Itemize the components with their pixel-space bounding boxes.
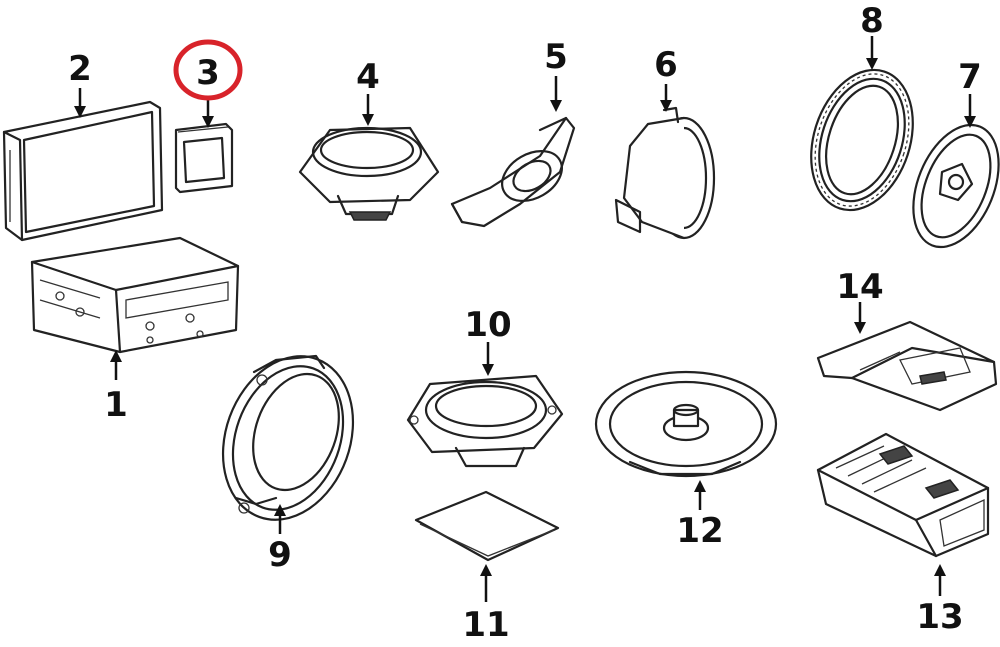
callout-14: 14 bbox=[836, 267, 883, 307]
part-5-tweeter bbox=[450, 116, 576, 228]
callout-4: 4 bbox=[356, 57, 380, 97]
part-7-speaker bbox=[912, 123, 1000, 249]
callout-12: 12 bbox=[676, 511, 723, 551]
part-12-speaker bbox=[594, 370, 778, 478]
leader-arrows bbox=[74, 36, 976, 602]
callout-13: 13 bbox=[916, 597, 963, 637]
part-10-speaker bbox=[406, 374, 564, 468]
callout-6: 6 bbox=[654, 45, 678, 85]
callout-5: 5 bbox=[544, 37, 568, 77]
callout-9: 9 bbox=[268, 535, 292, 575]
part-1-head-unit bbox=[30, 236, 240, 354]
callout-3: 3 bbox=[196, 53, 220, 93]
callout-11: 11 bbox=[462, 605, 509, 645]
part-6-speaker bbox=[614, 106, 716, 240]
part-2-display bbox=[2, 100, 164, 242]
callout-7: 7 bbox=[958, 57, 982, 97]
part-9-speaker bbox=[221, 354, 355, 521]
callout-2: 2 bbox=[68, 49, 92, 89]
part-11-pad bbox=[414, 490, 560, 562]
callout-10: 10 bbox=[464, 305, 511, 345]
callout-1: 1 bbox=[104, 385, 128, 425]
callout-8: 8 bbox=[860, 1, 884, 41]
part-13-amplifier bbox=[816, 432, 990, 558]
highlight-ring bbox=[173, 39, 243, 101]
part-14-bracket bbox=[816, 320, 998, 412]
part-4-speaker bbox=[298, 126, 440, 221]
part-8-speaker-ring bbox=[810, 68, 914, 212]
part-3-sd-card bbox=[174, 122, 234, 194]
